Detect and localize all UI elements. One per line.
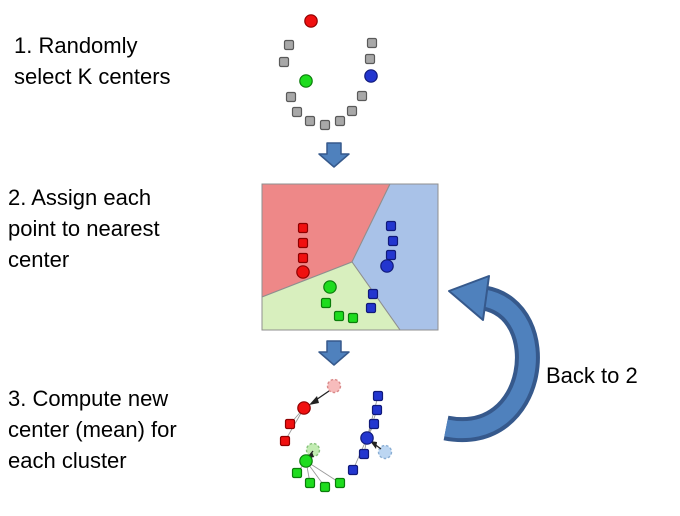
back-to-2-label: Back to 2 xyxy=(546,363,638,388)
green-region xyxy=(261,261,401,331)
step3-label: 3. Compute new center (mean) for each cl… xyxy=(8,386,177,474)
step2-label: 2. Assign each point to nearest center xyxy=(8,185,160,273)
step1-label: 1. Randomly select K centers xyxy=(14,33,171,90)
